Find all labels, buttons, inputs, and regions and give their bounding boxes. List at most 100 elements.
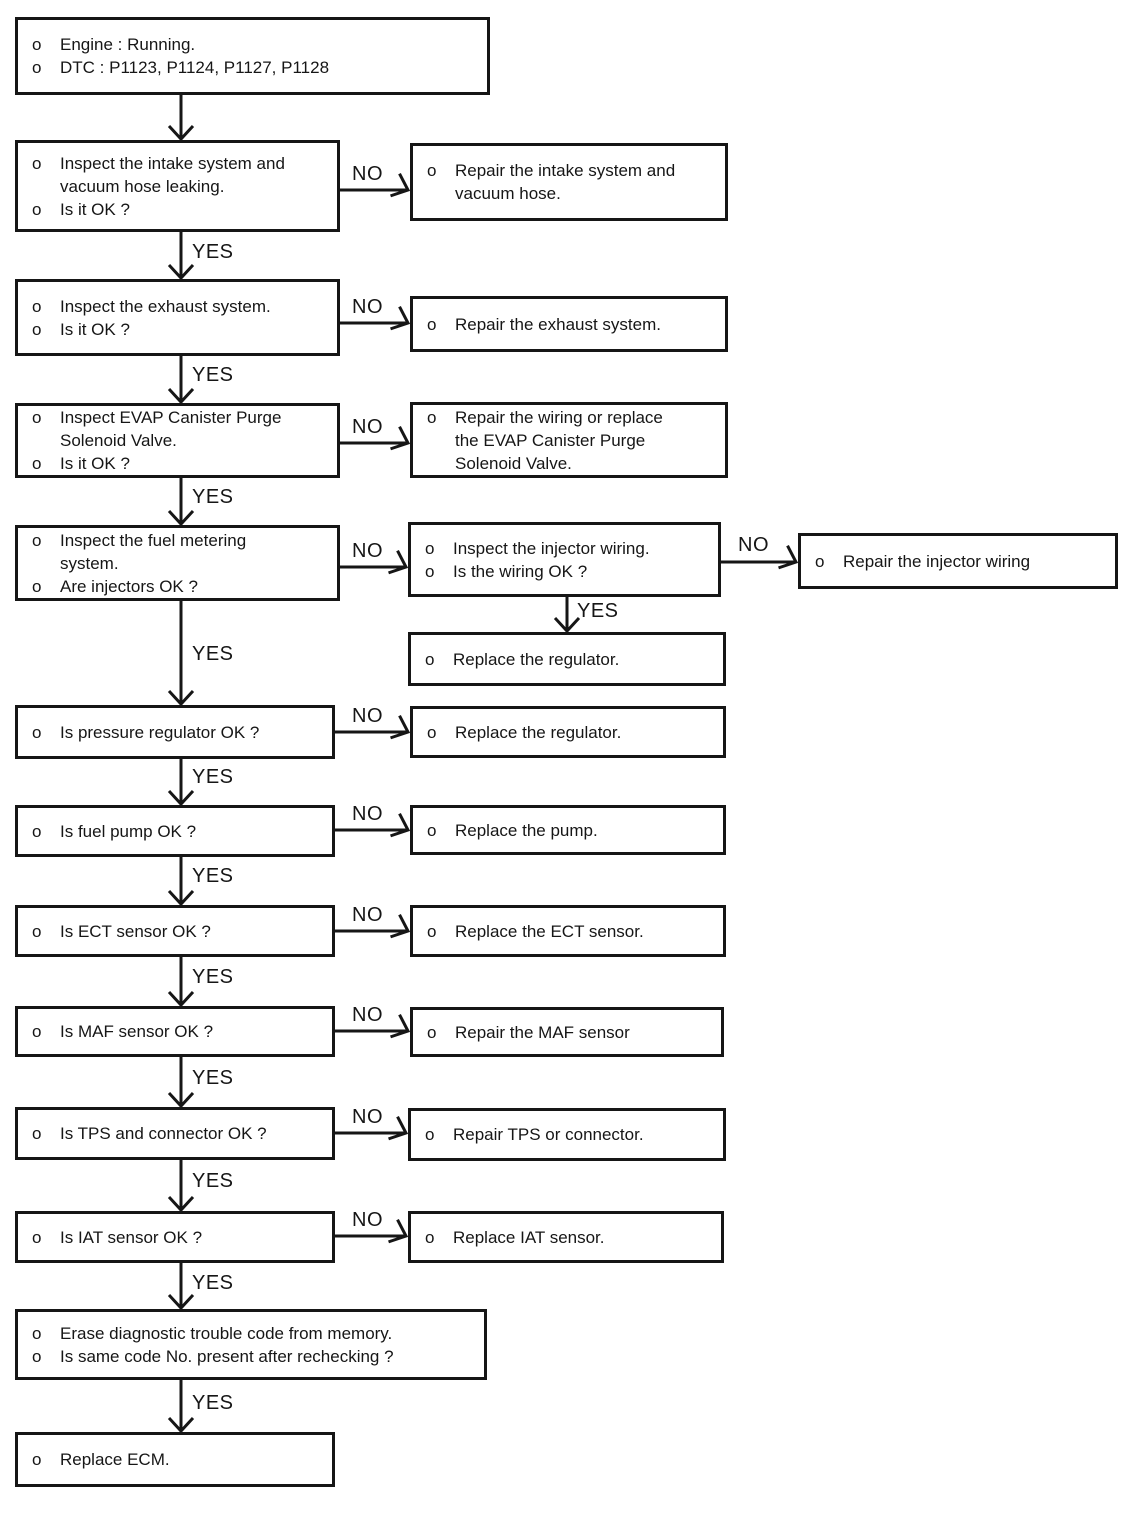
node-text: Is it OK ? <box>60 454 130 473</box>
bullet-marker: o <box>32 199 42 219</box>
node-text: Inspect EVAP Canister Purge Solenoid Val… <box>60 408 282 450</box>
bullet-marker: o <box>32 454 42 473</box>
bullet-marker: o <box>32 35 42 54</box>
edge-label-yes-tps: YES <box>192 1170 234 1192</box>
node-a-replace-pump: o Replace the pump. <box>410 805 726 855</box>
bullet-line: o Replace the ECT sensor. <box>419 920 717 943</box>
node-text: Replace the regulator. <box>455 722 622 742</box>
node-q-ect-sensor: o Is ECT sensor OK ? <box>15 905 335 957</box>
edge-label-yes-injector-wiring: YES <box>577 600 619 622</box>
arrow-start-to-intake <box>167 95 195 142</box>
arrow-yes-fuel-pump <box>167 857 195 907</box>
edge-label-yes-ect: YES <box>192 966 234 988</box>
bullet-line: o Is fuel pump OK ? <box>24 820 326 843</box>
edge-label-yes-fuel-pump: YES <box>192 865 234 887</box>
bullet-marker: o <box>32 1022 42 1041</box>
node-text: Repair the exhaust system. <box>455 314 661 334</box>
arrow-yes-intake <box>167 232 195 281</box>
node-text: Is pressure regulator OK ? <box>60 722 260 742</box>
node-text: Repair TPS or connector. <box>453 1125 644 1144</box>
bullet-marker: o <box>32 1323 42 1343</box>
bullet-marker: o <box>427 407 437 427</box>
node-text: Replace the pump. <box>455 820 598 840</box>
edge-label-no-injector-wiring: NO <box>738 534 769 556</box>
bullet-marker: o <box>425 1125 435 1144</box>
bullet-marker: o <box>427 1022 437 1042</box>
edge-label-yes-intake: YES <box>192 241 234 263</box>
node-a-repair-exhaust: o Repair the exhaust system. <box>410 296 728 352</box>
node-text: Repair the injector wiring <box>843 551 1031 571</box>
node-text: Is MAF sensor OK ? <box>60 1022 214 1041</box>
bullet-marker: o <box>32 1124 42 1143</box>
bullet-marker: o <box>32 576 42 596</box>
bullet-marker: o <box>425 1227 435 1247</box>
node-text: Engine : Running. <box>60 35 196 54</box>
arrow-yes-injector-wiring <box>553 597 581 634</box>
bullet-marker: o <box>32 296 42 316</box>
bullet-line: o Is ECT sensor OK ? <box>24 920 326 943</box>
node-a-replace-iat-sensor: o Replace IAT sensor. <box>408 1211 724 1263</box>
bullet-marker: o <box>32 58 42 77</box>
node-text: Repair the intake system and vacuum hose… <box>455 161 676 203</box>
bullet-marker: o <box>32 1227 42 1247</box>
node-text: Is fuel pump OK ? <box>60 821 197 841</box>
edge-label-yes-maf: YES <box>192 1067 234 1089</box>
arrow-yes-iat <box>167 1263 195 1311</box>
bullet-line: o Is it OK ? <box>24 452 331 475</box>
edge-label-no-iat: NO <box>352 1209 383 1231</box>
bullet-marker: o <box>32 821 42 841</box>
bullet-marker: o <box>32 921 42 941</box>
bullet-marker: o <box>425 538 435 558</box>
bullet-line: o Repair the exhaust system. <box>419 313 719 336</box>
bullet-line: o Repair TPS or connector. <box>417 1123 717 1146</box>
edge-label-no-maf: NO <box>352 1004 383 1026</box>
arrow-yes-pressure-regulator <box>167 759 195 807</box>
node-a-repair-tps: o Repair TPS or connector. <box>408 1108 726 1161</box>
node-text: DTC : P1123, P1124, P1127, P1128 <box>60 58 330 77</box>
arrow-yes-fuel <box>167 601 195 707</box>
edge-label-no-tps: NO <box>352 1106 383 1128</box>
bullet-marker: o <box>427 820 437 840</box>
bullet-line: o DTC : P1123, P1124, P1127, P1128 <box>24 56 481 79</box>
arrow-yes-evap <box>167 478 195 527</box>
bullet-marker: o <box>32 1346 42 1366</box>
node-text: Replace the ECT sensor. <box>455 921 644 941</box>
bullet-line: o Engine : Running. <box>24 33 481 56</box>
bullet-marker: o <box>427 921 437 941</box>
node-text: Is ECT sensor OK ? <box>60 921 211 941</box>
edge-label-no-pressure-regulator: NO <box>352 705 383 727</box>
edge-label-no-exhaust: NO <box>352 296 383 318</box>
bullet-marker: o <box>32 153 42 173</box>
arrow-yes-erase <box>167 1380 195 1434</box>
node-q-evap: o Inspect EVAP Canister Purge Solenoid Va… <box>15 403 340 478</box>
bullet-marker: o <box>427 314 437 334</box>
bullet-marker: o <box>32 530 42 550</box>
node-text: Inspect the fuel metering system. <box>60 530 247 573</box>
node-text: Replace IAT sensor. <box>453 1227 605 1247</box>
